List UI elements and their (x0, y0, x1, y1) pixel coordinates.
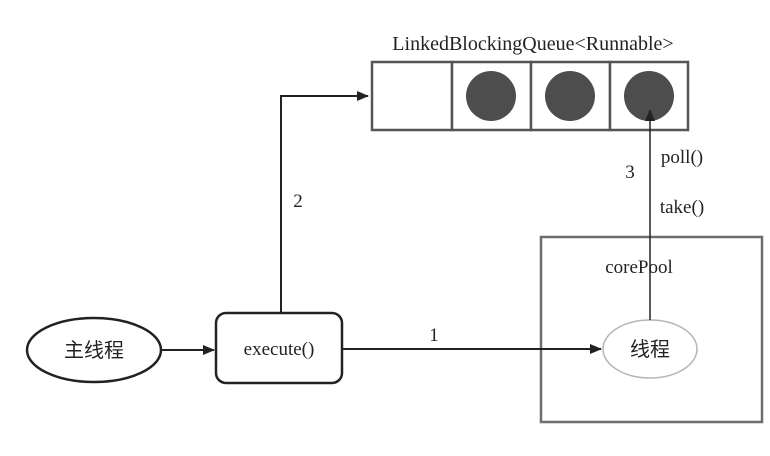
queued-task-circle (466, 71, 516, 121)
queue-title: LinkedBlockingQueue<Runnable> (392, 33, 673, 55)
core-pool-label: corePool (605, 257, 673, 278)
core-pool-box (539, 235, 764, 424)
execute-label: execute() (244, 339, 315, 360)
queue-box (370, 60, 690, 132)
step-1-label: 1 (429, 325, 439, 346)
queued-task-circle (624, 71, 674, 121)
step-2-label: 2 (293, 191, 303, 212)
queued-task-circle (545, 71, 595, 121)
worker-thread-label: 线程 (630, 338, 670, 361)
take-label: take() (660, 197, 704, 218)
main-thread-label: 主线程 (64, 339, 124, 362)
queue-slot-empty (370, 60, 454, 132)
arrow-execute-to-queue (280, 91, 369, 313)
poll-label: poll() (661, 147, 703, 168)
step-3-label: 3 (625, 162, 635, 183)
